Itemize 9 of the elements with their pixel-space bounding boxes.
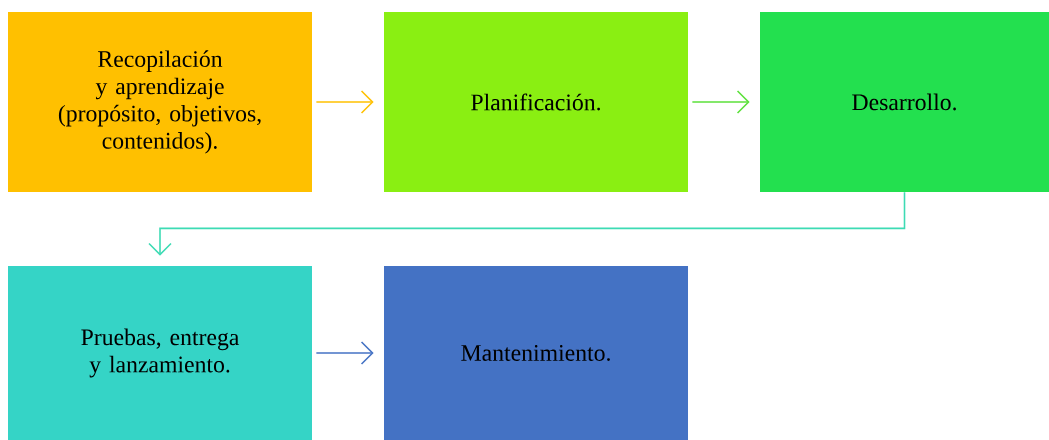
process-box: Mantenimiento. xyxy=(384,266,688,440)
process-box: Recopilación y aprendizaje (propósito, objetivos, contenidos). xyxy=(8,12,312,192)
arrow xyxy=(148,191,906,256)
process-box: Desarrollo. xyxy=(760,12,1049,192)
process-box: Planificación. xyxy=(384,12,688,192)
process-box: Pruebas, entrega y lanzamiento. xyxy=(8,266,312,440)
arrow xyxy=(315,90,374,114)
arrow xyxy=(315,341,374,365)
arrow xyxy=(691,90,750,114)
